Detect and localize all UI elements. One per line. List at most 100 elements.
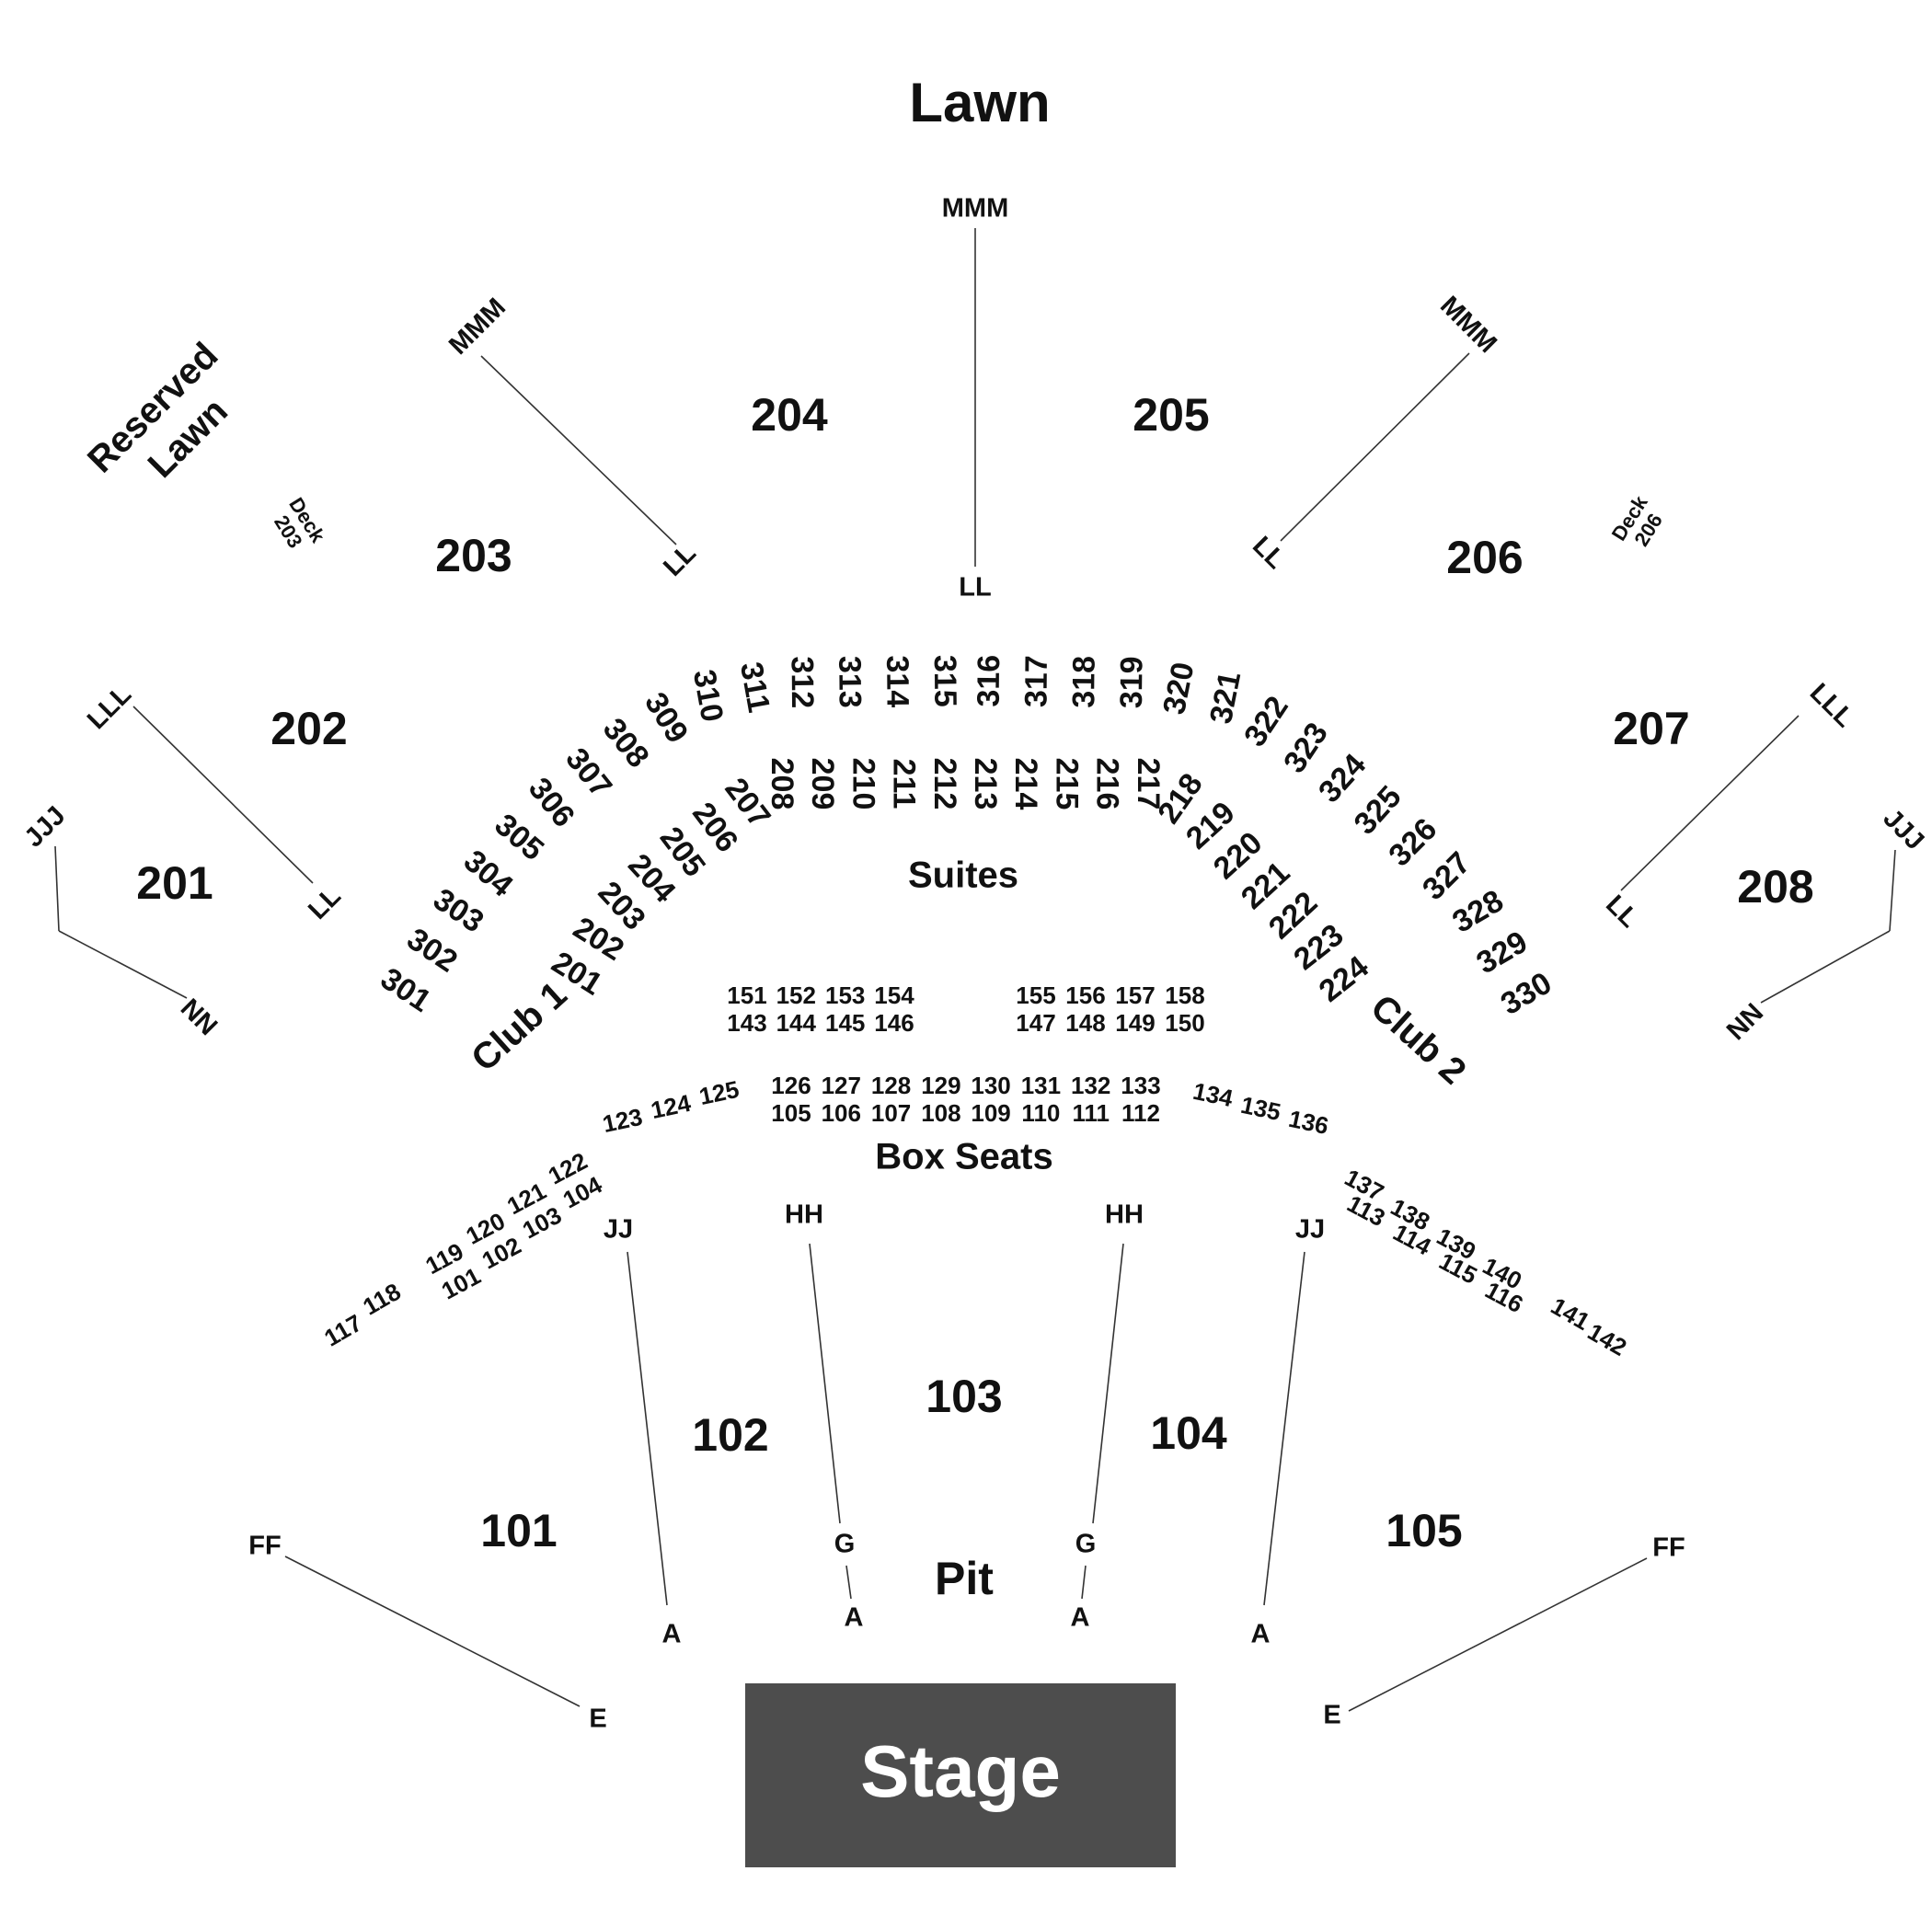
club-2-label[interactable]: Club 2 bbox=[1363, 987, 1473, 1092]
outer-section-322[interactable]: 322 bbox=[1237, 690, 1295, 752]
suite-145[interactable]: 145 bbox=[825, 1009, 865, 1037]
outer-section-303[interactable]: 303 bbox=[427, 881, 489, 939]
outer-section-313[interactable]: 313 bbox=[832, 656, 867, 708]
box-seats-label[interactable]: Box Seats bbox=[875, 1137, 1052, 1177]
inner-section-208[interactable]: 208 bbox=[765, 758, 799, 810]
suite-147[interactable]: 147 bbox=[1016, 1009, 1055, 1037]
section-207[interactable]: 207 bbox=[1613, 703, 1689, 754]
inner-section-217[interactable]: 217 bbox=[1131, 758, 1166, 810]
box-128[interactable]: 128 bbox=[871, 1072, 911, 1099]
inner-section-211[interactable]: 211 bbox=[887, 759, 922, 809]
suite-150[interactable]: 150 bbox=[1165, 1009, 1204, 1037]
outer-section-329[interactable]: 329 bbox=[1471, 924, 1534, 981]
outer-section-317[interactable]: 317 bbox=[1018, 655, 1054, 707]
box-106[interactable]: 106 bbox=[822, 1099, 861, 1127]
club-1-label[interactable]: Club 1 bbox=[464, 974, 574, 1079]
box-131[interactable]: 131 bbox=[1021, 1072, 1061, 1099]
suite-149[interactable]: 149 bbox=[1115, 1009, 1155, 1037]
outer-section-328[interactable]: 328 bbox=[1446, 883, 1509, 940]
box-115[interactable]: 115 bbox=[1434, 1247, 1481, 1290]
stage[interactable]: Stage bbox=[745, 1683, 1176, 1867]
outer-section-314[interactable]: 314 bbox=[880, 655, 914, 707]
row-line-hh-g-left bbox=[809, 1243, 841, 1524]
pit-label[interactable]: Pit bbox=[935, 1553, 994, 1604]
suite-154[interactable]: 154 bbox=[874, 981, 914, 1009]
lawn-label[interactable]: Lawn bbox=[909, 72, 1050, 133]
outer-section-321[interactable]: 321 bbox=[1203, 669, 1248, 727]
outer-section-318[interactable]: 318 bbox=[1066, 656, 1102, 708]
inner-section-209[interactable]: 209 bbox=[805, 758, 840, 810]
section-205[interactable]: 205 bbox=[1133, 389, 1209, 441]
outer-section-320[interactable]: 320 bbox=[1156, 660, 1201, 717]
outer-section-310[interactable]: 310 bbox=[686, 667, 730, 725]
box-109[interactable]: 109 bbox=[971, 1099, 1010, 1127]
box-108[interactable]: 108 bbox=[921, 1099, 960, 1127]
suite-151[interactable]: 151 bbox=[727, 981, 766, 1009]
box-126[interactable]: 126 bbox=[771, 1072, 811, 1099]
outer-section-311[interactable]: 311 bbox=[733, 660, 776, 716]
deck-206[interactable]: Deck 206 bbox=[1607, 491, 1672, 557]
box-125[interactable]: 125 bbox=[696, 1075, 742, 1110]
box-129[interactable]: 129 bbox=[921, 1072, 960, 1099]
section-204[interactable]: 204 bbox=[751, 389, 828, 441]
box-133[interactable]: 133 bbox=[1121, 1072, 1160, 1099]
section-202[interactable]: 202 bbox=[270, 703, 347, 754]
box-141[interactable]: 141 bbox=[1547, 1291, 1595, 1336]
section-206[interactable]: 206 bbox=[1446, 532, 1523, 583]
box-118[interactable]: 118 bbox=[358, 1278, 405, 1321]
box-134[interactable]: 134 bbox=[1190, 1077, 1236, 1112]
deck-203[interactable]: Deck 203 bbox=[266, 493, 330, 558]
box-135[interactable]: 135 bbox=[1238, 1091, 1283, 1126]
box-111[interactable]: 111 bbox=[1072, 1099, 1110, 1127]
outer-section-316[interactable]: 316 bbox=[972, 655, 1007, 707]
inner-section-214[interactable]: 214 bbox=[1008, 758, 1043, 810]
box-127[interactable]: 127 bbox=[822, 1072, 861, 1099]
section-103[interactable]: 103 bbox=[926, 1371, 1002, 1422]
inner-section-215[interactable]: 215 bbox=[1050, 758, 1085, 810]
inner-section-212[interactable]: 212 bbox=[927, 758, 962, 810]
inner-section-216[interactable]: 216 bbox=[1090, 758, 1125, 810]
row-label-a-far-left: A bbox=[662, 1620, 682, 1649]
suite-152[interactable]: 152 bbox=[776, 981, 816, 1009]
box-142[interactable]: 142 bbox=[1583, 1317, 1632, 1361]
section-105[interactable]: 105 bbox=[1386, 1505, 1462, 1556]
suite-146[interactable]: 146 bbox=[874, 1009, 914, 1037]
box-124[interactable]: 124 bbox=[649, 1089, 694, 1124]
suites-label[interactable]: Suites bbox=[908, 855, 1018, 896]
outer-section-315[interactable]: 315 bbox=[927, 655, 962, 707]
box-113[interactable]: 113 bbox=[1342, 1189, 1389, 1232]
suite-157[interactable]: 157 bbox=[1115, 981, 1155, 1009]
inner-section-213[interactable]: 213 bbox=[968, 758, 1003, 810]
section-101[interactable]: 101 bbox=[480, 1505, 557, 1556]
suite-144[interactable]: 144 bbox=[776, 1009, 817, 1037]
suite-158[interactable]: 158 bbox=[1165, 981, 1204, 1009]
box-114[interactable]: 114 bbox=[1388, 1218, 1436, 1260]
outer-section-312[interactable]: 312 bbox=[785, 656, 820, 708]
row-label-mmm-right: MMM bbox=[1434, 291, 1502, 359]
section-102[interactable]: 102 bbox=[692, 1409, 768, 1461]
outer-section-330[interactable]: 330 bbox=[1495, 965, 1558, 1022]
section-203[interactable]: 203 bbox=[435, 530, 512, 581]
box-105[interactable]: 105 bbox=[771, 1099, 811, 1127]
box-136[interactable]: 136 bbox=[1286, 1105, 1331, 1140]
box-116[interactable]: 116 bbox=[1480, 1276, 1527, 1318]
section-208[interactable]: 208 bbox=[1737, 861, 1813, 913]
suite-148[interactable]: 148 bbox=[1065, 1009, 1105, 1037]
suite-143[interactable]: 143 bbox=[727, 1009, 766, 1037]
suite-153[interactable]: 153 bbox=[825, 981, 865, 1009]
section-201[interactable]: 201 bbox=[136, 857, 213, 909]
suite-155[interactable]: 155 bbox=[1016, 981, 1055, 1009]
box-110[interactable]: 110 bbox=[1021, 1099, 1060, 1127]
suite-156[interactable]: 156 bbox=[1065, 981, 1105, 1009]
box-123[interactable]: 123 bbox=[600, 1103, 645, 1138]
outer-section-302[interactable]: 302 bbox=[401, 922, 464, 980]
outer-section-319[interactable]: 319 bbox=[1114, 656, 1150, 708]
box-112[interactable]: 112 bbox=[1121, 1099, 1160, 1127]
box-130[interactable]: 130 bbox=[971, 1072, 1010, 1099]
box-117[interactable]: 117 bbox=[319, 1309, 366, 1352]
outer-section-301[interactable]: 301 bbox=[374, 961, 437, 1019]
inner-section-210[interactable]: 210 bbox=[845, 758, 880, 810]
box-132[interactable]: 132 bbox=[1071, 1072, 1110, 1099]
box-107[interactable]: 107 bbox=[871, 1099, 911, 1127]
section-104[interactable]: 104 bbox=[1150, 1407, 1227, 1459]
